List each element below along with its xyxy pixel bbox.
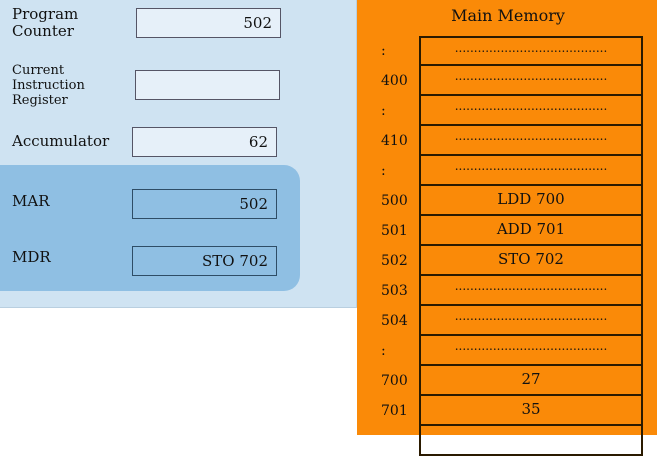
memory-cell: ........................................ [419,156,643,186]
cir-label-line1: Current [12,63,65,78]
memory-row [357,426,657,456]
program-counter-label-line2: Counter [12,22,74,40]
memory-row: 502 STO 702 [357,246,657,276]
memory-row: :.......................................… [357,336,657,366]
memory-title: Main Memory [451,6,565,25]
accumulator-label: Accumulator [12,132,110,150]
memory-row: 501 ADD 701 [357,216,657,246]
memory-cell: 35 [419,396,643,426]
memory-address: : [381,343,386,359]
memory-cell: ........................................ [419,66,643,96]
memory-cell: STO 702 [419,246,643,276]
memory-cell: ........................................ [419,336,643,366]
memory-row: 701 35 [357,396,657,426]
mar-label: MAR [12,192,50,210]
memory-cell: 27 [419,366,643,396]
cir-label-line3: Register [12,93,68,108]
cir-label-line2: Instruction [12,78,85,93]
memory-cell: ........................................ [419,126,643,156]
memory-cell: ........................................ [419,306,643,336]
memory-address: 504 [381,313,408,329]
memory-address: 503 [381,283,408,299]
memory-address: 700 [381,373,408,389]
memory-row: :.......................................… [357,96,657,126]
mdr-value: STO 702 [132,246,277,276]
memory-panel: Main Memory :...........................… [357,0,657,456]
memory-row: 410.....................................… [357,126,657,156]
accumulator-value: 62 [132,127,277,157]
cpu-panel: Program Counter 502 Current Instruction … [0,0,357,308]
memory-address: 400 [381,73,408,89]
memory-address: 410 [381,133,408,149]
memory-row: 400.....................................… [357,66,657,96]
memory-row: :.......................................… [357,36,657,66]
memory-cell: ADD 701 [419,216,643,246]
memory-row: 500 LDD 700 [357,186,657,216]
mar-mdr-group: MAR 502 MDR STO 702 [0,165,300,291]
memory-address: : [381,43,386,59]
memory-address: 501 [381,223,408,239]
memory-row: 503.....................................… [357,276,657,306]
memory-cell: ........................................ [419,36,643,66]
mdr-label: MDR [12,248,51,266]
memory-address: : [381,103,386,119]
memory-cell [419,426,643,456]
program-counter-value: 502 [136,8,281,38]
memory-cell: LDD 700 [419,186,643,216]
memory-row: 504.....................................… [357,306,657,336]
cir-value [135,70,280,100]
memory-table: :.......................................… [357,36,657,456]
memory-cell: ........................................ [419,96,643,126]
cir-label: Current Instruction Register [12,63,85,108]
program-counter-label-line1: Program [12,5,79,23]
mar-value: 502 [132,189,277,219]
program-counter-label: Program Counter [12,6,78,40]
memory-address: 502 [381,253,408,269]
memory-address: 500 [381,193,408,209]
memory-row: 700 27 [357,366,657,396]
memory-cell: ........................................ [419,276,643,306]
memory-address: : [381,163,386,179]
memory-row: :.......................................… [357,156,657,186]
memory-address: 701 [381,403,408,419]
